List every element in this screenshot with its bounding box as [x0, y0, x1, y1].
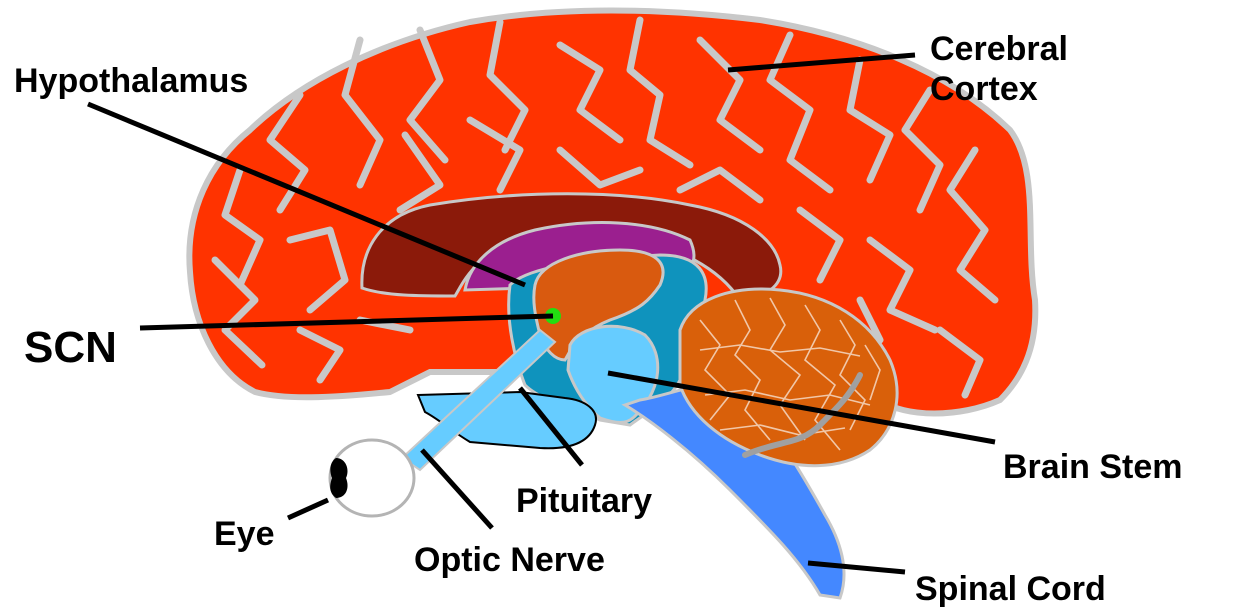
- label-spinal-cord: Spinal Cord: [915, 570, 1106, 608]
- label-brain-stem: Brain Stem: [1003, 448, 1183, 486]
- label-eye: Eye: [214, 515, 275, 553]
- pupil: [330, 458, 347, 498]
- label-hypothalamus: Hypothalamus: [14, 62, 248, 100]
- label-scn: SCN: [24, 323, 117, 372]
- label-pituitary: Pituitary: [516, 482, 652, 520]
- leader-eye: [288, 500, 328, 518]
- label-cerebral-cortex-line1: Cerebral: [930, 30, 1068, 68]
- eye: [330, 440, 414, 516]
- leader-optic-nerve: [422, 450, 492, 528]
- label-optic-nerve: Optic Nerve: [414, 541, 605, 579]
- label-cerebral-cortex-line2: Cortex: [930, 70, 1038, 108]
